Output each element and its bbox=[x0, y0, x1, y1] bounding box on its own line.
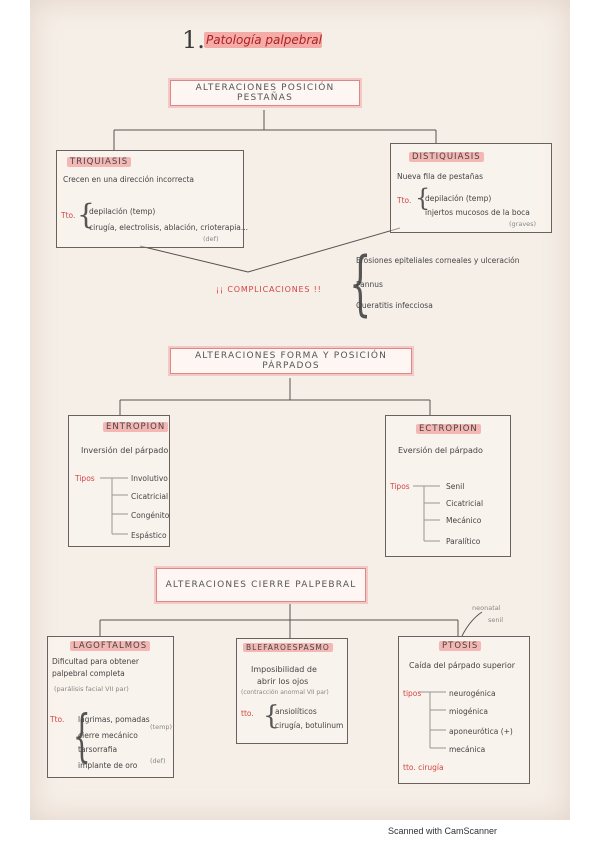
ectropion-box: ECTROPION Eversión del párpado Tipos Sen… bbox=[385, 415, 511, 557]
lagoftalmos-brace: { bbox=[72, 704, 91, 769]
distiquiasis-tto-label: Tto. bbox=[397, 196, 412, 205]
ptosis-tipo-1: neurogénica bbox=[449, 689, 496, 698]
ptosis-title: PTOSIS bbox=[439, 641, 482, 651]
distiquiasis-brace: { bbox=[415, 184, 431, 212]
ectropion-tipo-1: Senil bbox=[446, 482, 465, 491]
triquiasis-box: TRIQUIASIS Crecen en una dirección incor… bbox=[56, 150, 248, 248]
lagoftalmos-note-bottom: (def) bbox=[150, 757, 166, 765]
ptosis-side-note-2: senil bbox=[488, 616, 504, 624]
ectropion-desc: Eversión del párpado bbox=[398, 446, 483, 455]
ectropion-tipos-label: Tipos bbox=[390, 482, 410, 491]
scanner-watermark: Scanned with CamScanner bbox=[388, 826, 498, 836]
blefaroespasmo-title: BLEFAROESPASMO bbox=[243, 643, 333, 652]
blefaroespasmo-item-2: cirugía, botulinum bbox=[275, 721, 344, 730]
ectropion-tipo-2: Cicatricial bbox=[446, 499, 484, 508]
ptosis-box: PTOSIS Caída del párpado superior tipos … bbox=[398, 636, 530, 784]
ptosis-side-note-1: neonatal bbox=[472, 604, 501, 612]
ptosis-tipo-2: miogénica bbox=[449, 707, 488, 716]
section-header-pestanas: ALTERACIONES POSICIÓN PESTAÑAS bbox=[170, 80, 360, 106]
complicaciones-label: ¡¡ COMPLICACIONES !! bbox=[216, 285, 322, 294]
complicacion-1: Erosiones epiteliales corneales y ulcera… bbox=[356, 256, 520, 265]
distiquiasis-box: DISTIQUIASIS Nueva fila de pestañas Tto.… bbox=[390, 143, 552, 233]
lagoftalmos-title: LAGOFTALMOS bbox=[70, 641, 151, 651]
triquiasis-brace: { bbox=[77, 198, 95, 231]
entropion-tipo-4: Espástico bbox=[131, 531, 167, 540]
lagoftalmos-note-top: (temp) bbox=[150, 723, 173, 731]
page-title: Patología palpebral bbox=[206, 33, 322, 47]
complicacion-2: Pannus bbox=[356, 280, 383, 289]
blefaroespasmo-desc-1: Imposibilidad de bbox=[251, 665, 317, 674]
ptosis-tipos-label: tipos bbox=[403, 689, 422, 698]
ectropion-tipo-4: Paralítico bbox=[446, 537, 481, 546]
entropion-tipo-3: Congénito bbox=[131, 511, 170, 520]
triquiasis-title: TRIQUIASIS bbox=[67, 157, 132, 167]
complicaciones-brace: { bbox=[349, 242, 372, 324]
lagoftalmos-box: LAGOFTALMOS Dificultad para obtener palp… bbox=[47, 636, 174, 778]
ptosis-tipo-4: mecánica bbox=[449, 745, 486, 754]
lagoftalmos-desc-1: Dificultad para obtener bbox=[52, 657, 140, 666]
distiquiasis-item-2: injertos mucosos de la boca bbox=[425, 208, 530, 217]
distiquiasis-desc: Nueva fila de pestañas bbox=[397, 172, 484, 181]
lagoftalmos-item-4: implante de oro bbox=[78, 761, 138, 770]
lagoftalmos-item-1: lágrimas, pomadas bbox=[78, 715, 150, 724]
lagoftalmos-note: (parálisis facial VII par) bbox=[54, 685, 129, 693]
section-header-cierre: ALTERACIONES CIERRE PALPEBRAL bbox=[156, 568, 366, 602]
blefaroespasmo-desc-2: abrir los ojos bbox=[257, 677, 309, 686]
blefaroespasmo-item-1: ansiolíticos bbox=[275, 707, 317, 716]
ectropion-title: ECTROPION bbox=[416, 424, 481, 434]
triquiasis-tto-label: Tto. bbox=[61, 211, 76, 220]
triquiasis-item-2: cirugía, electrolisis, ablación, crioter… bbox=[89, 223, 249, 232]
distiquiasis-title: DISTIQUIASIS bbox=[409, 152, 484, 162]
ptosis-desc: Caída del párpado superior bbox=[409, 661, 515, 670]
lagoftalmos-item-2: cierre mecánico bbox=[78, 731, 138, 740]
entropion-box: ENTROPION Inversión del párpado Tipos In… bbox=[68, 415, 170, 547]
entropion-title: ENTROPION bbox=[103, 422, 169, 432]
entropion-tipos-label: Tipos bbox=[75, 474, 95, 483]
ptosis-tipo-3: aponeurótica (+) bbox=[449, 727, 513, 736]
lagoftalmos-desc-2: palpebral completa bbox=[52, 669, 125, 678]
lagoftalmos-item-3: tarsorrafia bbox=[78, 745, 118, 754]
blefaroespasmo-note: (contracción anormal VII par) bbox=[241, 689, 329, 696]
blefaroespasmo-brace: { bbox=[263, 701, 280, 731]
entropion-tipo-1: Involutivo bbox=[131, 474, 168, 483]
title-number: 1. bbox=[182, 26, 205, 54]
distiquiasis-item-1: depilación (temp) bbox=[425, 194, 492, 203]
entropion-desc: Inversión del párpado bbox=[81, 446, 169, 455]
lagoftalmos-tto-label: Tto. bbox=[50, 715, 65, 724]
blefaroespasmo-box: BLEFAROESPASMO Imposibilidad de abrir lo… bbox=[236, 638, 348, 744]
ectropion-tipo-3: Mecánico bbox=[446, 516, 482, 525]
title-highlight bbox=[204, 32, 322, 48]
triquiasis-item-1: depilación (temp) bbox=[89, 207, 156, 216]
section-header-forma: ALTERACIONES FORMA Y POSICIÓN PÁRPADOS bbox=[170, 348, 412, 374]
triquiasis-note: (def) bbox=[203, 235, 219, 243]
triquiasis-desc: Crecen en una dirección incorrecta bbox=[63, 175, 195, 184]
entropion-tipo-2: Cicatricial bbox=[131, 492, 169, 501]
blefaroespasmo-tto-label: tto. bbox=[241, 709, 254, 718]
ptosis-tto: tto. cirugía bbox=[403, 763, 444, 772]
distiquiasis-note: (graves) bbox=[509, 220, 537, 228]
complicacion-3: Queratitis infecciosa bbox=[356, 301, 433, 310]
